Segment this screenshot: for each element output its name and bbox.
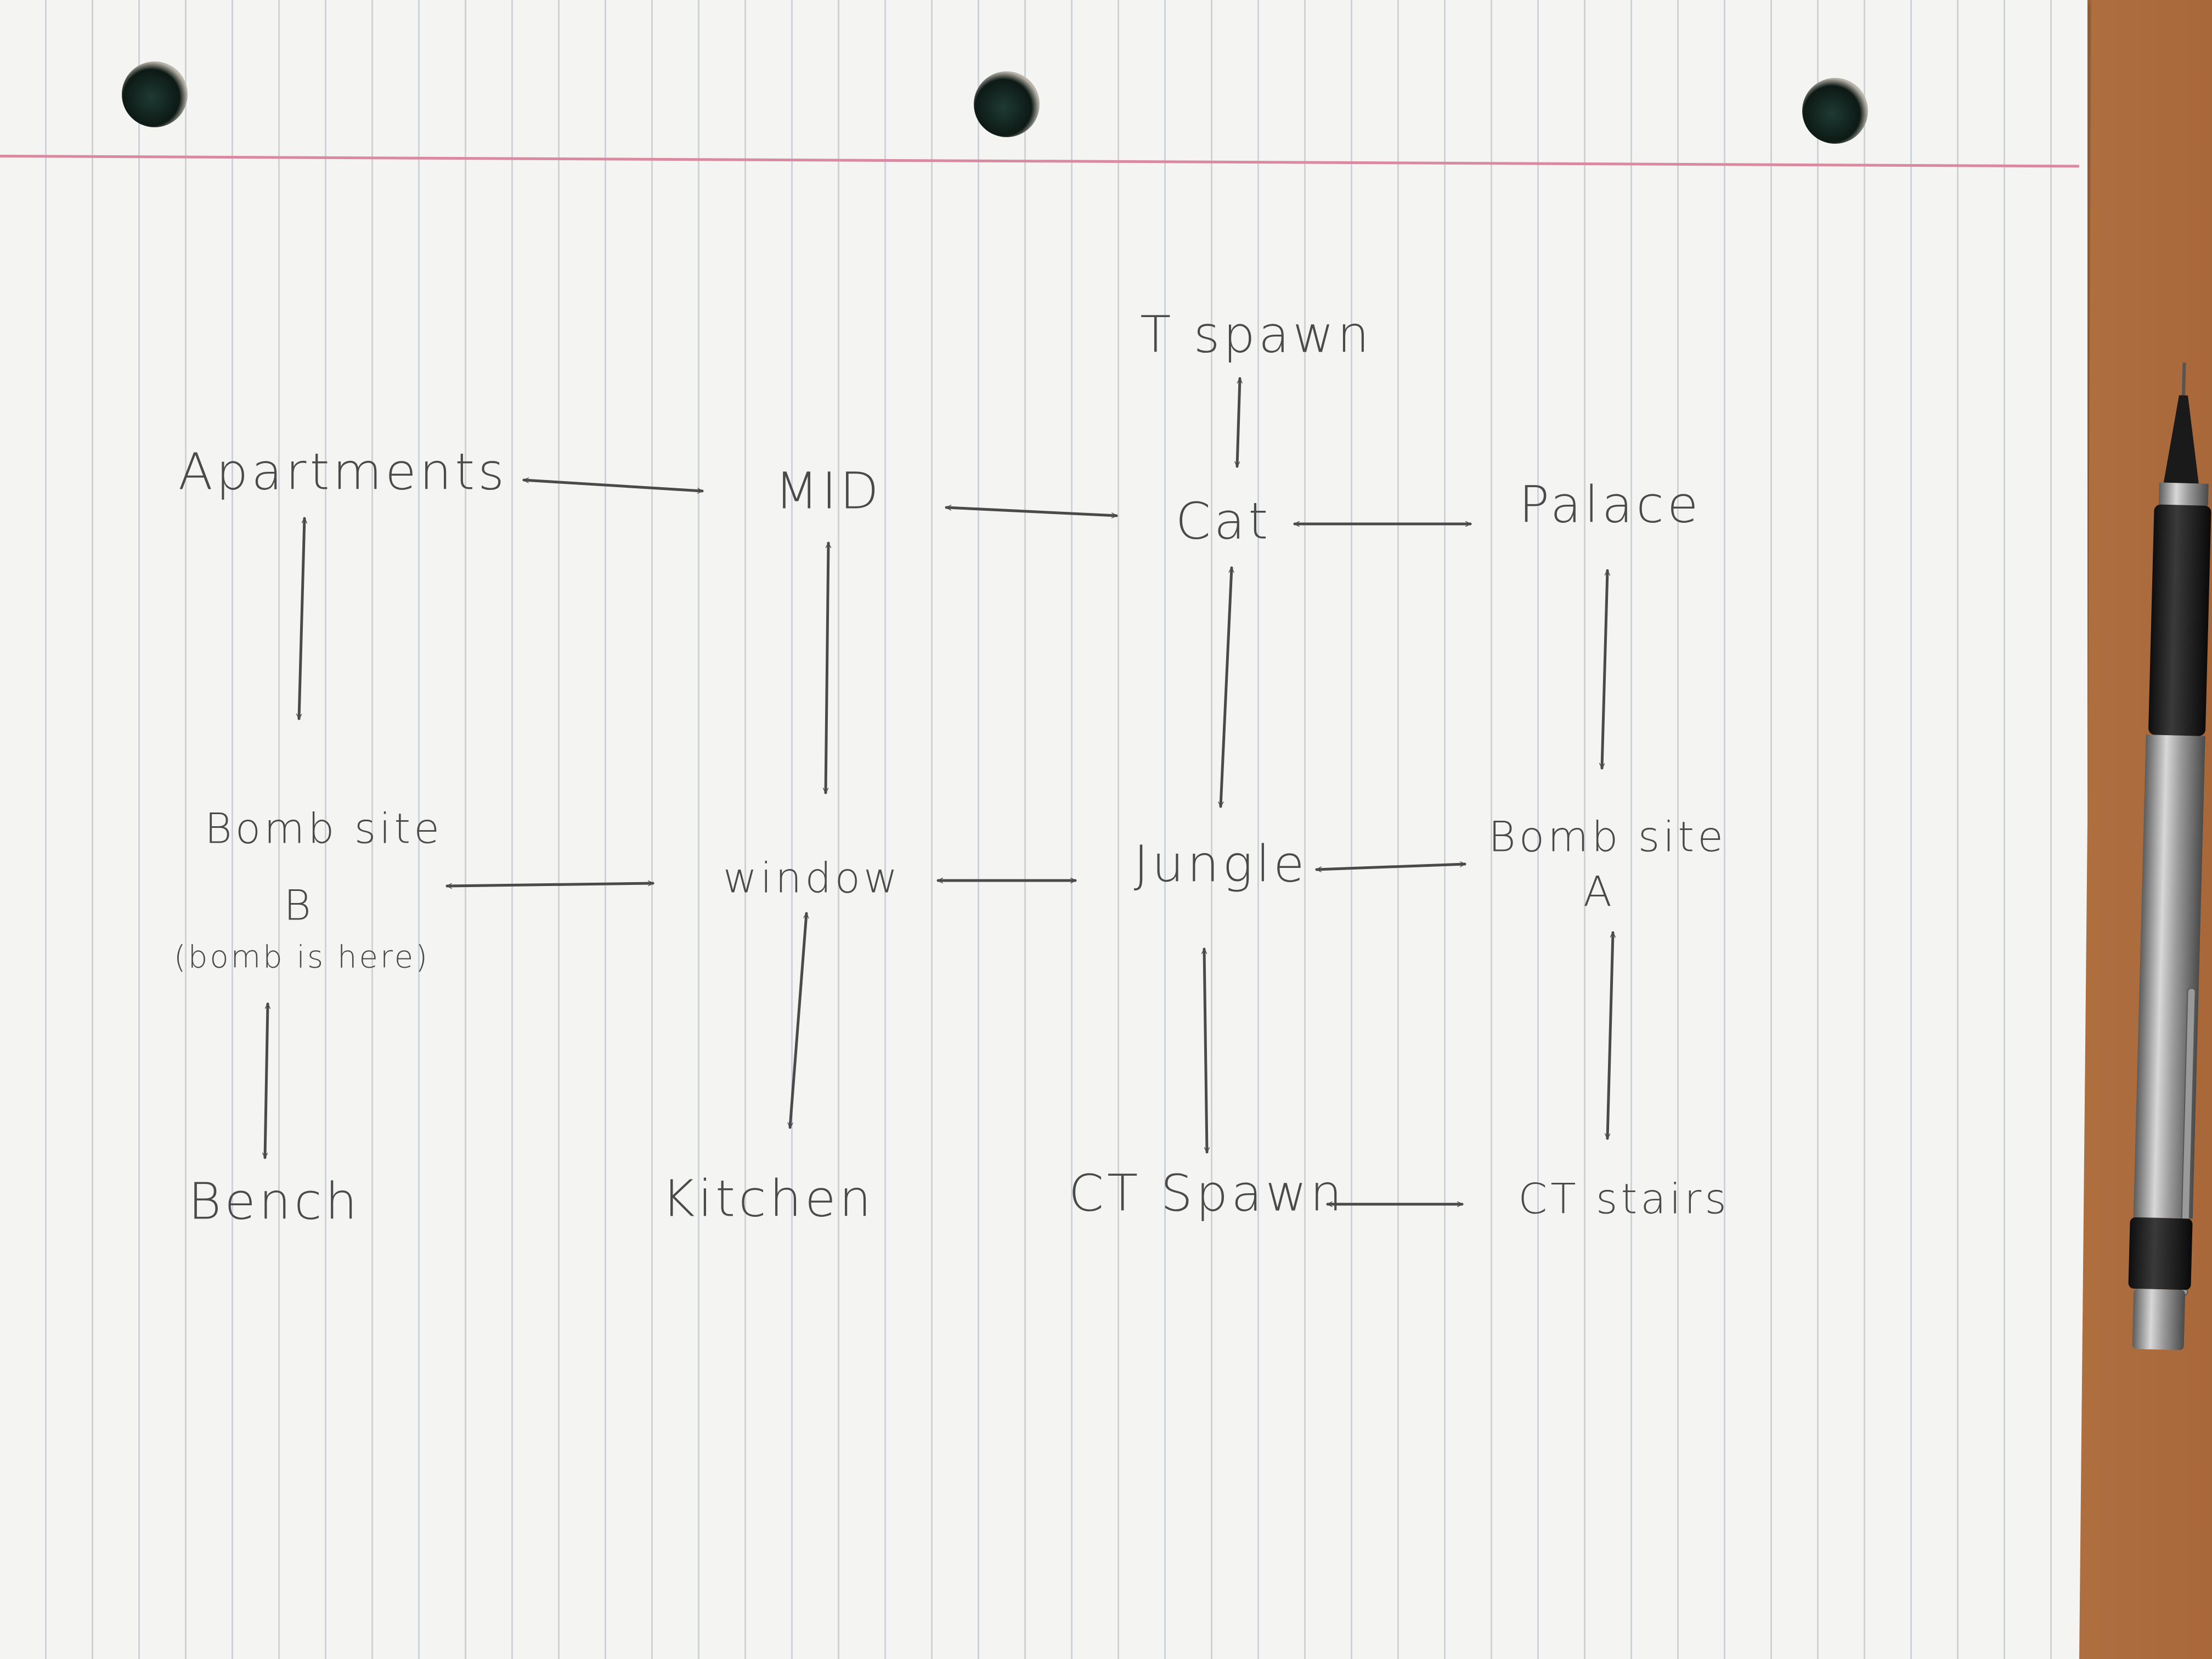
node-bombsite-b-title: Bomb site <box>205 804 443 853</box>
node-bench: Bench <box>188 1172 361 1231</box>
arrow-palace-to-bombsite-a <box>1602 569 1607 770</box>
arrow-bombsite-b-to-window <box>445 883 654 886</box>
node-jungle: Jungle <box>1133 834 1308 894</box>
node-cat: Cat <box>1175 492 1272 551</box>
node-window: window <box>723 853 901 902</box>
punch-hole-left <box>122 61 188 127</box>
punch-hole-right <box>1802 78 1868 144</box>
arrow-bombsite-b-to-bench <box>265 1002 268 1159</box>
arrow-cat-to-jungle <box>1221 566 1232 808</box>
arrow-jungle-to-bombsite-a <box>1315 864 1466 870</box>
node-bombsite-b-note: (bomb is here) <box>173 939 430 975</box>
node-palace: Palace <box>1519 475 1702 534</box>
node-t-spawn: T spawn <box>1140 305 1373 364</box>
notebook-paper <box>0 0 2087 1659</box>
node-bombsite-a-letter: A <box>1583 867 1615 916</box>
node-ct-stairs: CT stairs <box>1518 1174 1730 1223</box>
node-kitchen: Kitchen <box>662 1169 874 1228</box>
arrow-t-spawn-to-cat <box>1237 377 1240 468</box>
arrow-jungle-to-ct-spawn <box>1204 947 1207 1154</box>
node-ct-spawn: CT Spawn <box>1068 1164 1346 1223</box>
mechanical-pencil <box>2128 362 2211 1351</box>
arrow-apartments-to-bombsite-b <box>299 517 304 720</box>
node-bombsite-a-title: Bomb site <box>1488 812 1726 861</box>
punch-hole-center <box>974 71 1040 137</box>
node-apartments: Apartments <box>178 442 508 501</box>
arrow-bombsite-a-to-ct-stairs <box>1607 931 1613 1140</box>
arrow-window-to-kitchen <box>790 912 806 1129</box>
arrow-apartments-to-mid <box>522 480 704 491</box>
arrow-mid-to-cat <box>945 507 1118 516</box>
node-bombsite-b-letter: B <box>284 881 314 930</box>
node-mid: MID <box>775 461 882 521</box>
arrow-mid-to-window <box>826 541 828 794</box>
